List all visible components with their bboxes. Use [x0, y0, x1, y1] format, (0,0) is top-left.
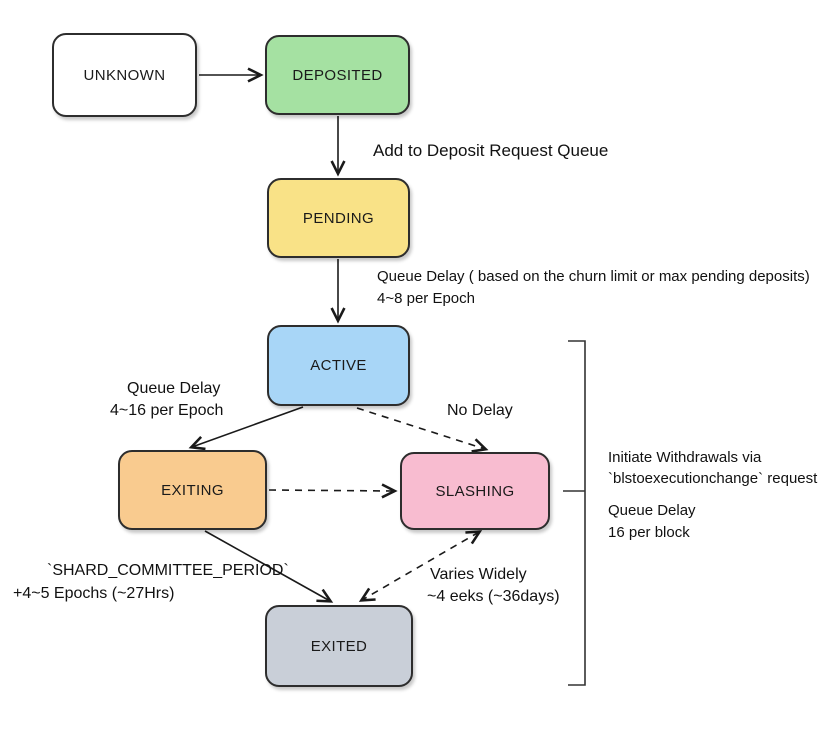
edge-label-shard-committee-period: `SHARD_COMMITTEE_PERIOD` — [47, 562, 289, 579]
edge-active-slashing — [356, 407, 489, 453]
state-label-active: ACTIVE — [310, 357, 367, 374]
state-label-exited: EXITED — [310, 637, 368, 655]
edge-label-exit-delay-line1: Queue Delay — [127, 380, 221, 397]
state-node-active: ACTIVE — [267, 325, 410, 406]
edge-label-varies-duration: ~4 eeks (~36days) — [427, 588, 560, 605]
state-node-slashing: SLASHING — [400, 452, 550, 530]
edge-label-shard-epochs: +4~5 Epochs (~27Hrs) — [13, 585, 175, 602]
state-label-deposited: DEPOSITED — [292, 66, 383, 84]
edge-exiting-exited — [204, 530, 334, 603]
state-label-slashing: SLASHING — [435, 482, 515, 500]
state-node-deposited: DEPOSITED — [265, 35, 410, 115]
edge-label-exit-delay-line2: 4~16 per Epoch — [110, 402, 224, 419]
state-node-exited: EXITED — [265, 605, 413, 687]
state-label-unknown: UNKNOWN — [83, 66, 166, 84]
bracket-note-withdrawals-line2: `blstoexecutionchange` request — [608, 470, 818, 487]
edge-label-pending-delay-line2: 4~8 per Epoch — [377, 290, 475, 307]
edge-label-pending-delay-line1: Queue Delay ( based on the churn limit o… — [377, 268, 810, 285]
state-label-exiting: EXITING — [161, 481, 224, 499]
state-label-pending: PENDING — [302, 209, 375, 227]
state-node-unknown: UNKNOWN — [52, 33, 197, 117]
edge-label-no-delay: No Delay — [447, 402, 513, 419]
grouping-bracket — [563, 340, 586, 686]
edge-active-exiting — [188, 406, 304, 451]
edge-exiting-slashing — [268, 483, 398, 499]
bracket-note-queue-delay: Queue Delay — [608, 502, 696, 519]
bracket-note-per-block: 16 per block — [608, 524, 690, 541]
state-node-exiting: EXITING — [118, 450, 267, 530]
state-node-pending: PENDING — [267, 178, 410, 258]
bracket-note-withdrawals-line1: Initiate Withdrawals via — [608, 449, 762, 466]
edge-label-varies-widely: Varies Widely — [430, 566, 527, 583]
edge-label-deposit-queue: Add to Deposit Request Queue — [373, 141, 609, 160]
edge-slashing-exited — [358, 530, 483, 602]
